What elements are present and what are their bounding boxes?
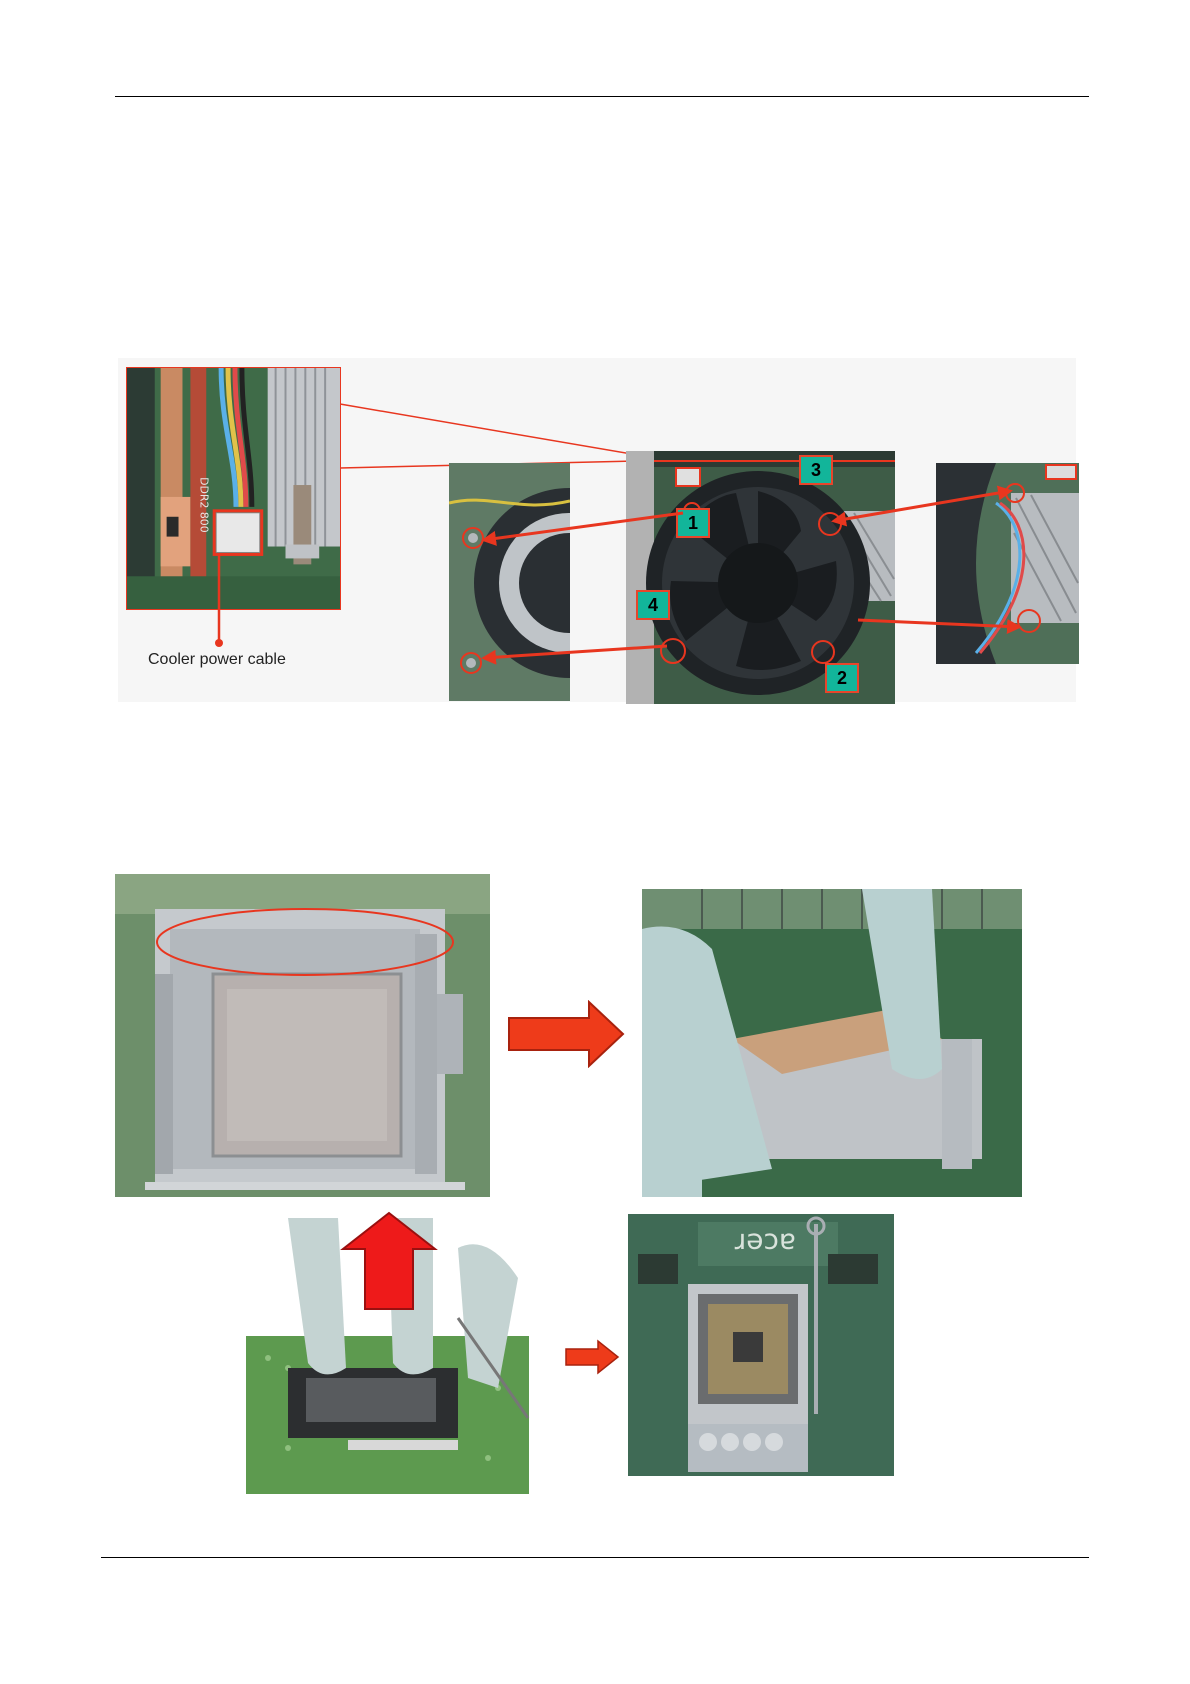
header-rule [115,96,1089,97]
cooler-power-cable-caption: Cooler power cable [148,651,286,669]
remove-cpu-photo [642,889,1022,1197]
screw-label-2: 2 [825,663,859,693]
empty-socket-photo: acer [628,1214,894,1476]
screw-label-4: 4 [636,590,670,620]
left-screw-detail [449,463,570,701]
caption-pointer [212,555,226,650]
right-screw-detail [936,463,1079,664]
footer-rule [101,1557,1089,1558]
cpu-in-socket-photo [115,874,490,1197]
board-brand-text: acer [734,1227,796,1260]
arrow-right-large [507,1000,627,1068]
cooler-connector-closeup: DDR2 800 [126,367,341,610]
board-print-text: DDR2 800 [197,477,210,533]
screw-label-3: 3 [799,455,833,485]
arrow-right-small [564,1339,620,1375]
screw-label-1: 1 [676,508,710,538]
arrow-up [339,1211,439,1313]
